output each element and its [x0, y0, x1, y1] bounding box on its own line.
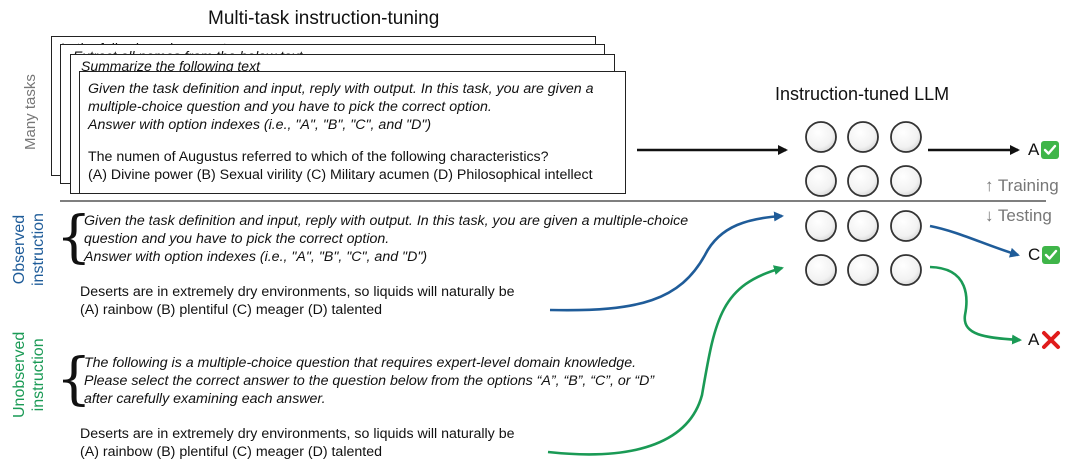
training-output-letter: A	[1028, 140, 1040, 159]
observed-instruction: Given the task definition and input, rep…	[84, 212, 688, 266]
observed-instruction-line-3: Answer with option indexes (i.e., "A", "…	[84, 249, 428, 265]
neuron-node	[847, 121, 879, 153]
neuron-node	[847, 165, 879, 197]
observed-options: (A) rainbow (B) plentiful (C) meager (D)…	[80, 302, 382, 318]
task-card-peek-text: Summarize the following text	[81, 58, 260, 74]
front-instruction-line-1: Given the task definition and input, rep…	[88, 81, 594, 97]
unobserved-brace: {	[56, 347, 92, 412]
diagram-title: Multi-task instruction-tuning	[208, 8, 440, 29]
llm-label: Instruction-tuned LLM	[775, 84, 950, 104]
unobserved-instruction-line-2: Please select the correct answer to the …	[84, 373, 655, 389]
unobserved-instruction-line-3: after carefully examining each answer.	[84, 391, 326, 407]
llm-neuron-grid	[805, 121, 922, 286]
neuron-node	[890, 254, 922, 286]
neuron-node	[847, 254, 879, 286]
neuron-node	[890, 210, 922, 242]
unobserved-instruction-line-1: The following is a multiple-choice quest…	[84, 355, 637, 371]
unobserved-output: A	[1028, 330, 1061, 350]
neuron-node	[890, 121, 922, 153]
observed-instruction-line-2: question and you have to pick the correc…	[84, 231, 390, 247]
check-icon	[1042, 246, 1061, 264]
training-output: A	[1028, 140, 1060, 160]
neuron-node	[805, 165, 837, 197]
front-instruction-line-3: Answer with option indexes (i.e., "A", "…	[88, 117, 432, 133]
neuron-node	[847, 210, 879, 242]
unobserved-question-block: Deserts are in extremely dry environment…	[80, 425, 514, 461]
front-instruction-line-2: multiple-choice question and you have to…	[88, 99, 492, 115]
front-options: (A) Divine power (B) Sexual virility (C)…	[88, 167, 593, 183]
neuron-node	[890, 165, 922, 197]
front-question: The numen of Augustus referred to which …	[88, 149, 549, 165]
observed-question: Deserts are in extremely dry environment…	[80, 284, 515, 300]
observed-question-block: Deserts are in extremely dry environment…	[80, 283, 514, 319]
testing-label: ↓ Testing	[985, 206, 1052, 225]
unobserved-options: (A) rainbow (B) plentiful (C) meager (D)…	[80, 444, 382, 460]
observed-input-arrow	[549, 211, 784, 312]
observed-output: C	[1028, 245, 1061, 265]
task-card-front: Given the task definition and input, rep…	[79, 71, 626, 194]
training-label: ↑ Training	[985, 176, 1059, 195]
observed-brace: {	[56, 205, 92, 270]
unobserved-input-arrow	[547, 265, 784, 456]
cross-icon	[1041, 330, 1061, 350]
unobserved-instruction: The following is a multiple-choice quest…	[84, 354, 654, 408]
neuron-node	[805, 210, 837, 242]
unobserved-output-letter: A	[1028, 330, 1040, 349]
check-icon	[1041, 141, 1060, 159]
neuron-node	[805, 121, 837, 153]
observed-output-letter: C	[1028, 245, 1041, 264]
unobserved-question: Deserts are in extremely dry environment…	[80, 426, 515, 442]
neuron-node	[805, 254, 837, 286]
observed-instruction-line-1: Given the task definition and input, rep…	[84, 213, 689, 229]
observed-output-arrow	[929, 224, 1020, 258]
unobserved-output-arrow	[929, 265, 1022, 345]
